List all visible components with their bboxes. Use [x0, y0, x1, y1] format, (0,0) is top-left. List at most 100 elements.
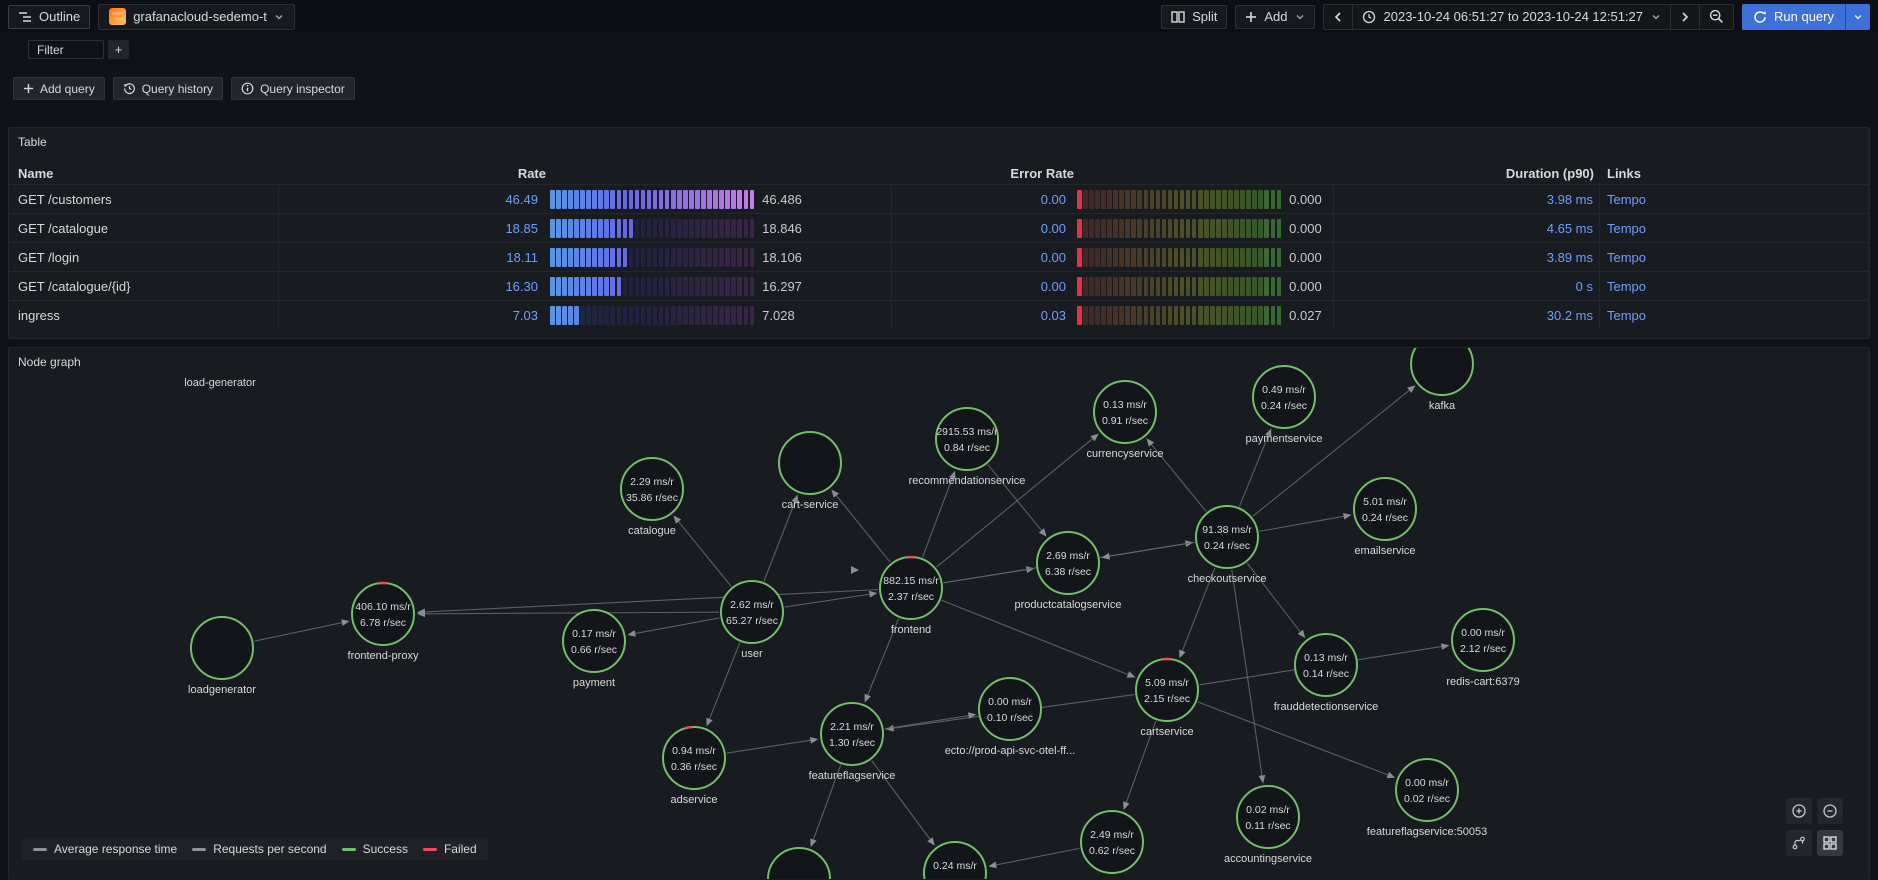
node-circle[interactable] [1395, 758, 1459, 822]
graph-node-loadgenerator[interactable]: loadgenerator [188, 616, 256, 696]
graph-node-node249[interactable]: 2.49 ms/r0.62 r/sec [1080, 810, 1144, 874]
column-header-error-rate[interactable]: Error Rate [1010, 165, 1074, 181]
column-header-duration[interactable]: Duration (p90) [1505, 165, 1594, 181]
outline-button[interactable]: Outline [8, 4, 91, 29]
graph-node-kafka[interactable]: kafka [1410, 348, 1474, 412]
grid-layout-button[interactable] [1817, 830, 1843, 856]
node-circle[interactable] [1294, 633, 1358, 697]
graph-node-featureflagservice:50053[interactable]: 0.00 ms/r0.02 r/secfeatureflagservice:50… [1367, 758, 1487, 838]
node-circle[interactable] [978, 677, 1042, 741]
node-circle[interactable] [879, 556, 943, 620]
time-range-button[interactable]: 2023-10-24 06:51:27 to 2023-10-24 12:51:… [1353, 4, 1672, 29]
graph-node-cart-service[interactable]: cart-service [778, 431, 842, 511]
node-text: 0.62 r/sec [1089, 845, 1135, 857]
query-history-button[interactable]: Query history [112, 77, 224, 100]
legend-item: Failed [422, 842, 477, 856]
node-circle[interactable] [1080, 810, 1144, 874]
add-query-button[interactable]: Add query [13, 77, 105, 100]
filter-field[interactable]: Filter [28, 40, 104, 59]
tempo-link[interactable]: Tempo [1607, 278, 1647, 294]
run-query-button[interactable]: Run query [1742, 3, 1845, 30]
add-filter-button[interactable]: + [108, 40, 129, 59]
node-circle[interactable] [923, 841, 987, 879]
zoom-in-button[interactable] [1786, 798, 1812, 824]
column-header-rate[interactable]: Rate [517, 165, 546, 181]
legend-swatch [33, 847, 47, 851]
node-circle[interactable] [1451, 608, 1515, 672]
node-circle[interactable] [190, 616, 254, 680]
node-circle[interactable] [778, 431, 842, 495]
zoom-out-button[interactable] [1817, 798, 1843, 824]
node-circle[interactable] [767, 847, 831, 879]
time-back-button[interactable] [1324, 4, 1353, 29]
layout-button[interactable] [1786, 830, 1812, 856]
split-button[interactable]: Split [1161, 4, 1228, 29]
time-forward-button[interactable] [1671, 4, 1701, 29]
node-circle[interactable] [1135, 658, 1199, 722]
column-header-links[interactable]: Links [1607, 165, 1641, 181]
query-inspector-button[interactable]: Query inspector [231, 77, 355, 100]
graph-node-recommendationservice[interactable]: 2915.53 ms/r0.84 r/secrecommendationserv… [909, 407, 1026, 487]
node-circle[interactable] [351, 582, 415, 646]
tempo-link[interactable]: Tempo [1607, 249, 1647, 265]
graph-node-ecto://prod-api-svc-otel-ff...[interactable]: 0.00 ms/r0.10 r/sececto://prod-api-svc-o… [945, 677, 1076, 757]
node-text: 0.49 ms/r [1262, 384, 1306, 396]
node-circle[interactable] [1353, 477, 1417, 541]
graph-edge [635, 617, 720, 634]
graph-edge-arrow [791, 494, 798, 504]
node-circle[interactable] [1093, 380, 1157, 444]
node-circle[interactable] [1195, 505, 1259, 569]
tempo-link[interactable]: Tempo [1607, 307, 1647, 323]
node-circle[interactable] [562, 609, 626, 673]
node-text: frontend [891, 624, 931, 636]
node-circle[interactable] [620, 457, 684, 521]
run-query-options-button[interactable] [1845, 3, 1870, 30]
node-graph-canvas[interactable]: loadgenerator 406.10 ms/r6.78 r/secfronte… [9, 348, 1869, 879]
node-text: 2.29 ms/r [630, 476, 674, 488]
node-circle[interactable] [1236, 785, 1300, 849]
tempo-link[interactable]: Tempo [1607, 191, 1647, 207]
node-circle[interactable] [1252, 365, 1316, 429]
time-zoom-out-button[interactable] [1700, 5, 1733, 29]
node-circle[interactable] [1410, 348, 1474, 396]
chevron-down-icon [1652, 14, 1660, 20]
column-header-name[interactable]: Name [18, 165, 54, 181]
graph-edge-arrow [673, 515, 682, 524]
node-text: 0.02 ms/r [1246, 804, 1290, 816]
node-circle[interactable] [820, 702, 884, 766]
node-circle[interactable] [662, 726, 726, 790]
node-circle[interactable] [935, 407, 999, 471]
graph-node-node024[interactable]: 0.24 ms/r [923, 841, 987, 879]
datasource-picker[interactable]: grafanacloud-sedemo-t [98, 3, 295, 30]
node-circle[interactable] [1036, 531, 1100, 595]
graph-node-partial-bl[interactable] [767, 847, 831, 879]
graph-edge-arrow [831, 489, 840, 498]
graph-edge [996, 847, 1080, 866]
node-circle[interactable] [720, 580, 784, 644]
tempo-datasource-icon [109, 8, 127, 25]
add-button[interactable]: Add [1235, 4, 1315, 29]
node-graph-controls [1786, 798, 1843, 856]
tempo-link[interactable]: Tempo [1607, 220, 1647, 236]
